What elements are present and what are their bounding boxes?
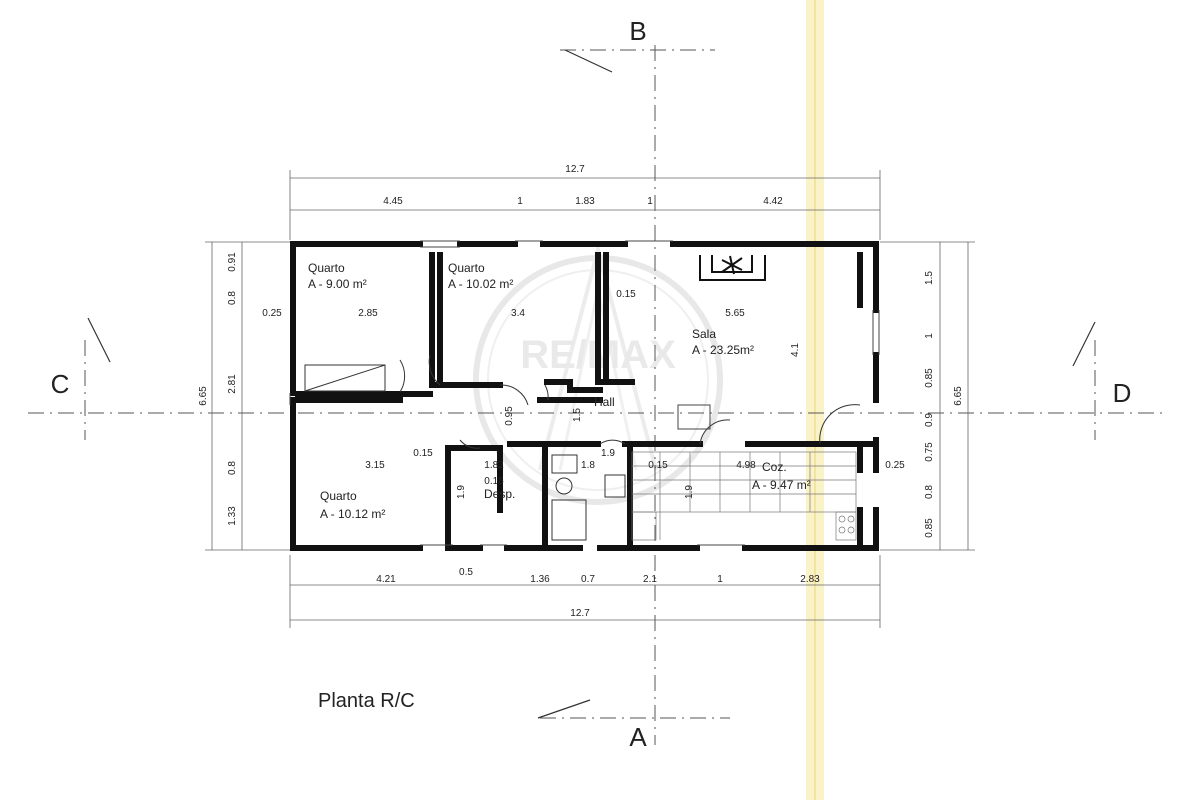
room-area-quarto-2: A - 10.02 m²: [448, 277, 513, 291]
dim-right-seg: 0.8: [924, 485, 935, 499]
section-marker-c: C: [51, 369, 70, 399]
room-name-coz: Coz.: [762, 460, 787, 474]
room-name-desp: Desp.: [484, 487, 515, 501]
dim-bottom-seg: 1: [717, 574, 723, 585]
section-marker-b: B: [629, 16, 646, 46]
dim-interior: 0.15: [616, 289, 636, 300]
dim-bottom-total: 12.7: [570, 608, 590, 619]
dim-interior: 1.9: [601, 448, 615, 459]
dim-interior: 1.8: [581, 460, 595, 471]
room-name-sala: Sala: [692, 327, 716, 341]
dim-interior: 4.1: [790, 343, 801, 357]
dim-bottom-seg: 4.21: [376, 574, 396, 585]
dim-left-total: 6.65: [198, 386, 209, 406]
section-marker-d: D: [1113, 378, 1132, 408]
dim-right-seg: 0.9: [924, 413, 935, 427]
dim-top-seg: 1: [517, 196, 523, 207]
room-area-sala: A - 23.25m²: [692, 343, 754, 357]
section-marker-a: A: [629, 722, 647, 752]
room-name-hall: Hall: [594, 395, 615, 409]
kitchen-counter: [631, 451, 857, 541]
dim-bottom-seg: 1.36: [530, 574, 550, 585]
dim-interior: 1.5: [572, 408, 583, 422]
dim-bottom-seg: 2.1: [643, 574, 657, 585]
room-area-quarto-3: A - 10.12 m²: [320, 507, 385, 521]
dim-left-seg: 1.33: [227, 506, 238, 526]
dim-top-seg: 4.45: [383, 196, 403, 207]
dim-bottom-seg: 2.83: [800, 574, 820, 585]
dim-left-seg: 0.91: [227, 252, 238, 272]
room-name-quarto-1: Quarto: [308, 261, 345, 275]
dim-bottom-seg: 0.7: [581, 574, 595, 585]
dim-interior: 1.82: [484, 460, 504, 471]
dim-interior: 3.15: [365, 460, 385, 471]
dim-right-seg: 1.5: [924, 271, 935, 285]
dim-interior: 1.9: [684, 485, 695, 499]
dim-left-seg: 0.8: [227, 291, 238, 305]
dim-interior: 0.15: [484, 476, 504, 487]
drawing-title: Planta R/C: [318, 690, 415, 712]
dim-right-seg: 0.75: [924, 442, 935, 462]
dim-left-seg: 2.81: [227, 374, 238, 394]
fireplace-symbol: [699, 255, 766, 281]
dim-interior: 4.98: [736, 460, 756, 471]
dim-interior: 0.95: [504, 406, 515, 426]
dim-interior: 3.4: [511, 308, 525, 319]
dim-interior: 0.25: [885, 460, 905, 471]
dim-interior: 2.85: [358, 308, 378, 319]
dim-right-seg: 0.85: [924, 518, 935, 538]
room-name-quarto-2: Quarto: [448, 261, 485, 275]
dim-bottom-seg: 0.5: [459, 567, 473, 578]
dim-interior: 5.65: [725, 308, 745, 319]
room-area-coz: A - 9.47 m²: [752, 478, 811, 492]
stairs-symbol: [304, 364, 386, 392]
dim-interior: 0.15: [413, 448, 433, 459]
bathroom-fixtures: [551, 454, 626, 541]
dim-right-seg: 0.85: [924, 368, 935, 388]
room-area-quarto-1: A - 9.00 m²: [308, 277, 367, 291]
dim-top-seg: 1.83: [575, 196, 595, 207]
dim-interior: 1.9: [456, 485, 467, 499]
dim-top-seg: 4.42: [763, 196, 783, 207]
dim-interior: 0.15: [648, 460, 668, 471]
walls: [290, 241, 879, 551]
dim-top-total: 12.7: [565, 164, 585, 175]
dim-left-seg: 0.8: [227, 461, 238, 475]
dim-right-total: 6.65: [953, 386, 964, 406]
dim-top-seg: 1: [647, 196, 653, 207]
room-name-quarto-3: Quarto: [320, 489, 357, 503]
dim-right-seg: 1: [924, 333, 935, 339]
dim-interior: 0.25: [262, 308, 282, 319]
